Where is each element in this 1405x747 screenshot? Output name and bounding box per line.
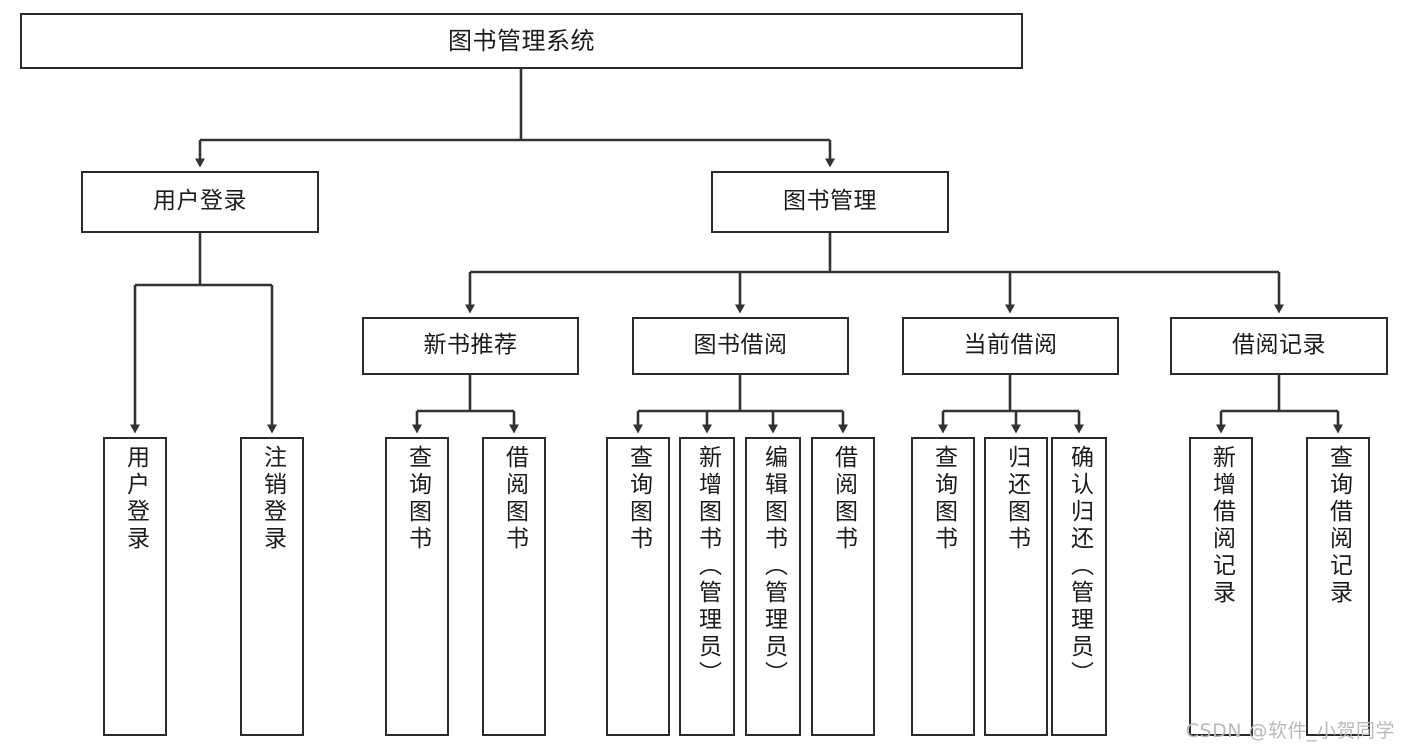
node-leaf-borrow-book-1[interactable]: 借阅图书 — [482, 437, 546, 736]
node-leaf-edit-book-admin[interactable]: 编辑图书（管理员） — [745, 437, 801, 736]
node-root-label: 图书管理系统 — [448, 26, 595, 55]
node-book-manage[interactable]: 图书管理 — [711, 171, 949, 233]
node-current-borrow-label: 当前借阅 — [963, 332, 1058, 359]
node-new-book-rec-label: 新书推荐 — [423, 332, 518, 359]
node-leaf-query-book-1-label: 查询图书 — [404, 445, 431, 553]
node-leaf-add-record[interactable]: 新增借阅记录 — [1189, 437, 1253, 736]
node-leaf-borrow-book-2[interactable]: 借阅图书 — [811, 437, 875, 736]
node-leaf-add-book-admin[interactable]: 新增图书（管理员） — [679, 437, 735, 736]
node-book-borrow[interactable]: 图书借阅 — [632, 317, 849, 375]
node-leaf-query-book-2[interactable]: 查询图书 — [606, 437, 670, 736]
node-leaf-query-book-1[interactable]: 查询图书 — [385, 437, 449, 736]
node-leaf-query-book-2-label: 查询图书 — [625, 445, 652, 553]
node-leaf-confirm-return-admin-label: 确认归还（管理员） — [1066, 445, 1093, 688]
node-leaf-add-record-label: 新增借阅记录 — [1208, 445, 1235, 607]
node-leaf-query-record-label: 查询借阅记录 — [1325, 445, 1352, 607]
node-leaf-confirm-return-admin[interactable]: 确认归还（管理员） — [1051, 437, 1107, 736]
node-leaf-add-book-admin-label: 新增图书（管理员） — [694, 445, 721, 688]
node-leaf-query-book-3[interactable]: 查询图书 — [911, 437, 975, 736]
node-leaf-logout-label: 注销登录 — [259, 445, 286, 553]
node-leaf-return-book-label: 归还图书 — [1003, 445, 1030, 553]
watermark: CSDN @软件_小贺同学 — [1185, 720, 1395, 742]
node-new-book-rec[interactable]: 新书推荐 — [362, 317, 579, 375]
node-borrow-record[interactable]: 借阅记录 — [1170, 317, 1388, 375]
node-leaf-borrow-book-1-label: 借阅图书 — [501, 445, 528, 553]
node-leaf-return-book[interactable]: 归还图书 — [984, 437, 1048, 736]
node-borrow-record-label: 借阅记录 — [1232, 332, 1326, 359]
node-leaf-borrow-book-2-label: 借阅图书 — [830, 445, 857, 553]
node-book-manage-label: 图书管理 — [783, 188, 877, 215]
node-current-borrow[interactable]: 当前借阅 — [902, 317, 1119, 375]
node-leaf-logout[interactable]: 注销登录 — [240, 437, 304, 736]
node-user-login-label: 用户登录 — [153, 188, 247, 215]
node-leaf-user-login[interactable]: 用户登录 — [103, 437, 167, 736]
node-leaf-query-book-3-label: 查询图书 — [930, 445, 957, 553]
node-leaf-query-record[interactable]: 查询借阅记录 — [1306, 437, 1370, 736]
node-leaf-user-login-label: 用户登录 — [122, 445, 149, 553]
node-leaf-edit-book-admin-label: 编辑图书（管理员） — [760, 445, 787, 688]
node-user-login[interactable]: 用户登录 — [81, 171, 319, 233]
node-book-borrow-label: 图书借阅 — [693, 332, 788, 359]
node-root[interactable]: 图书管理系统 — [20, 13, 1023, 69]
